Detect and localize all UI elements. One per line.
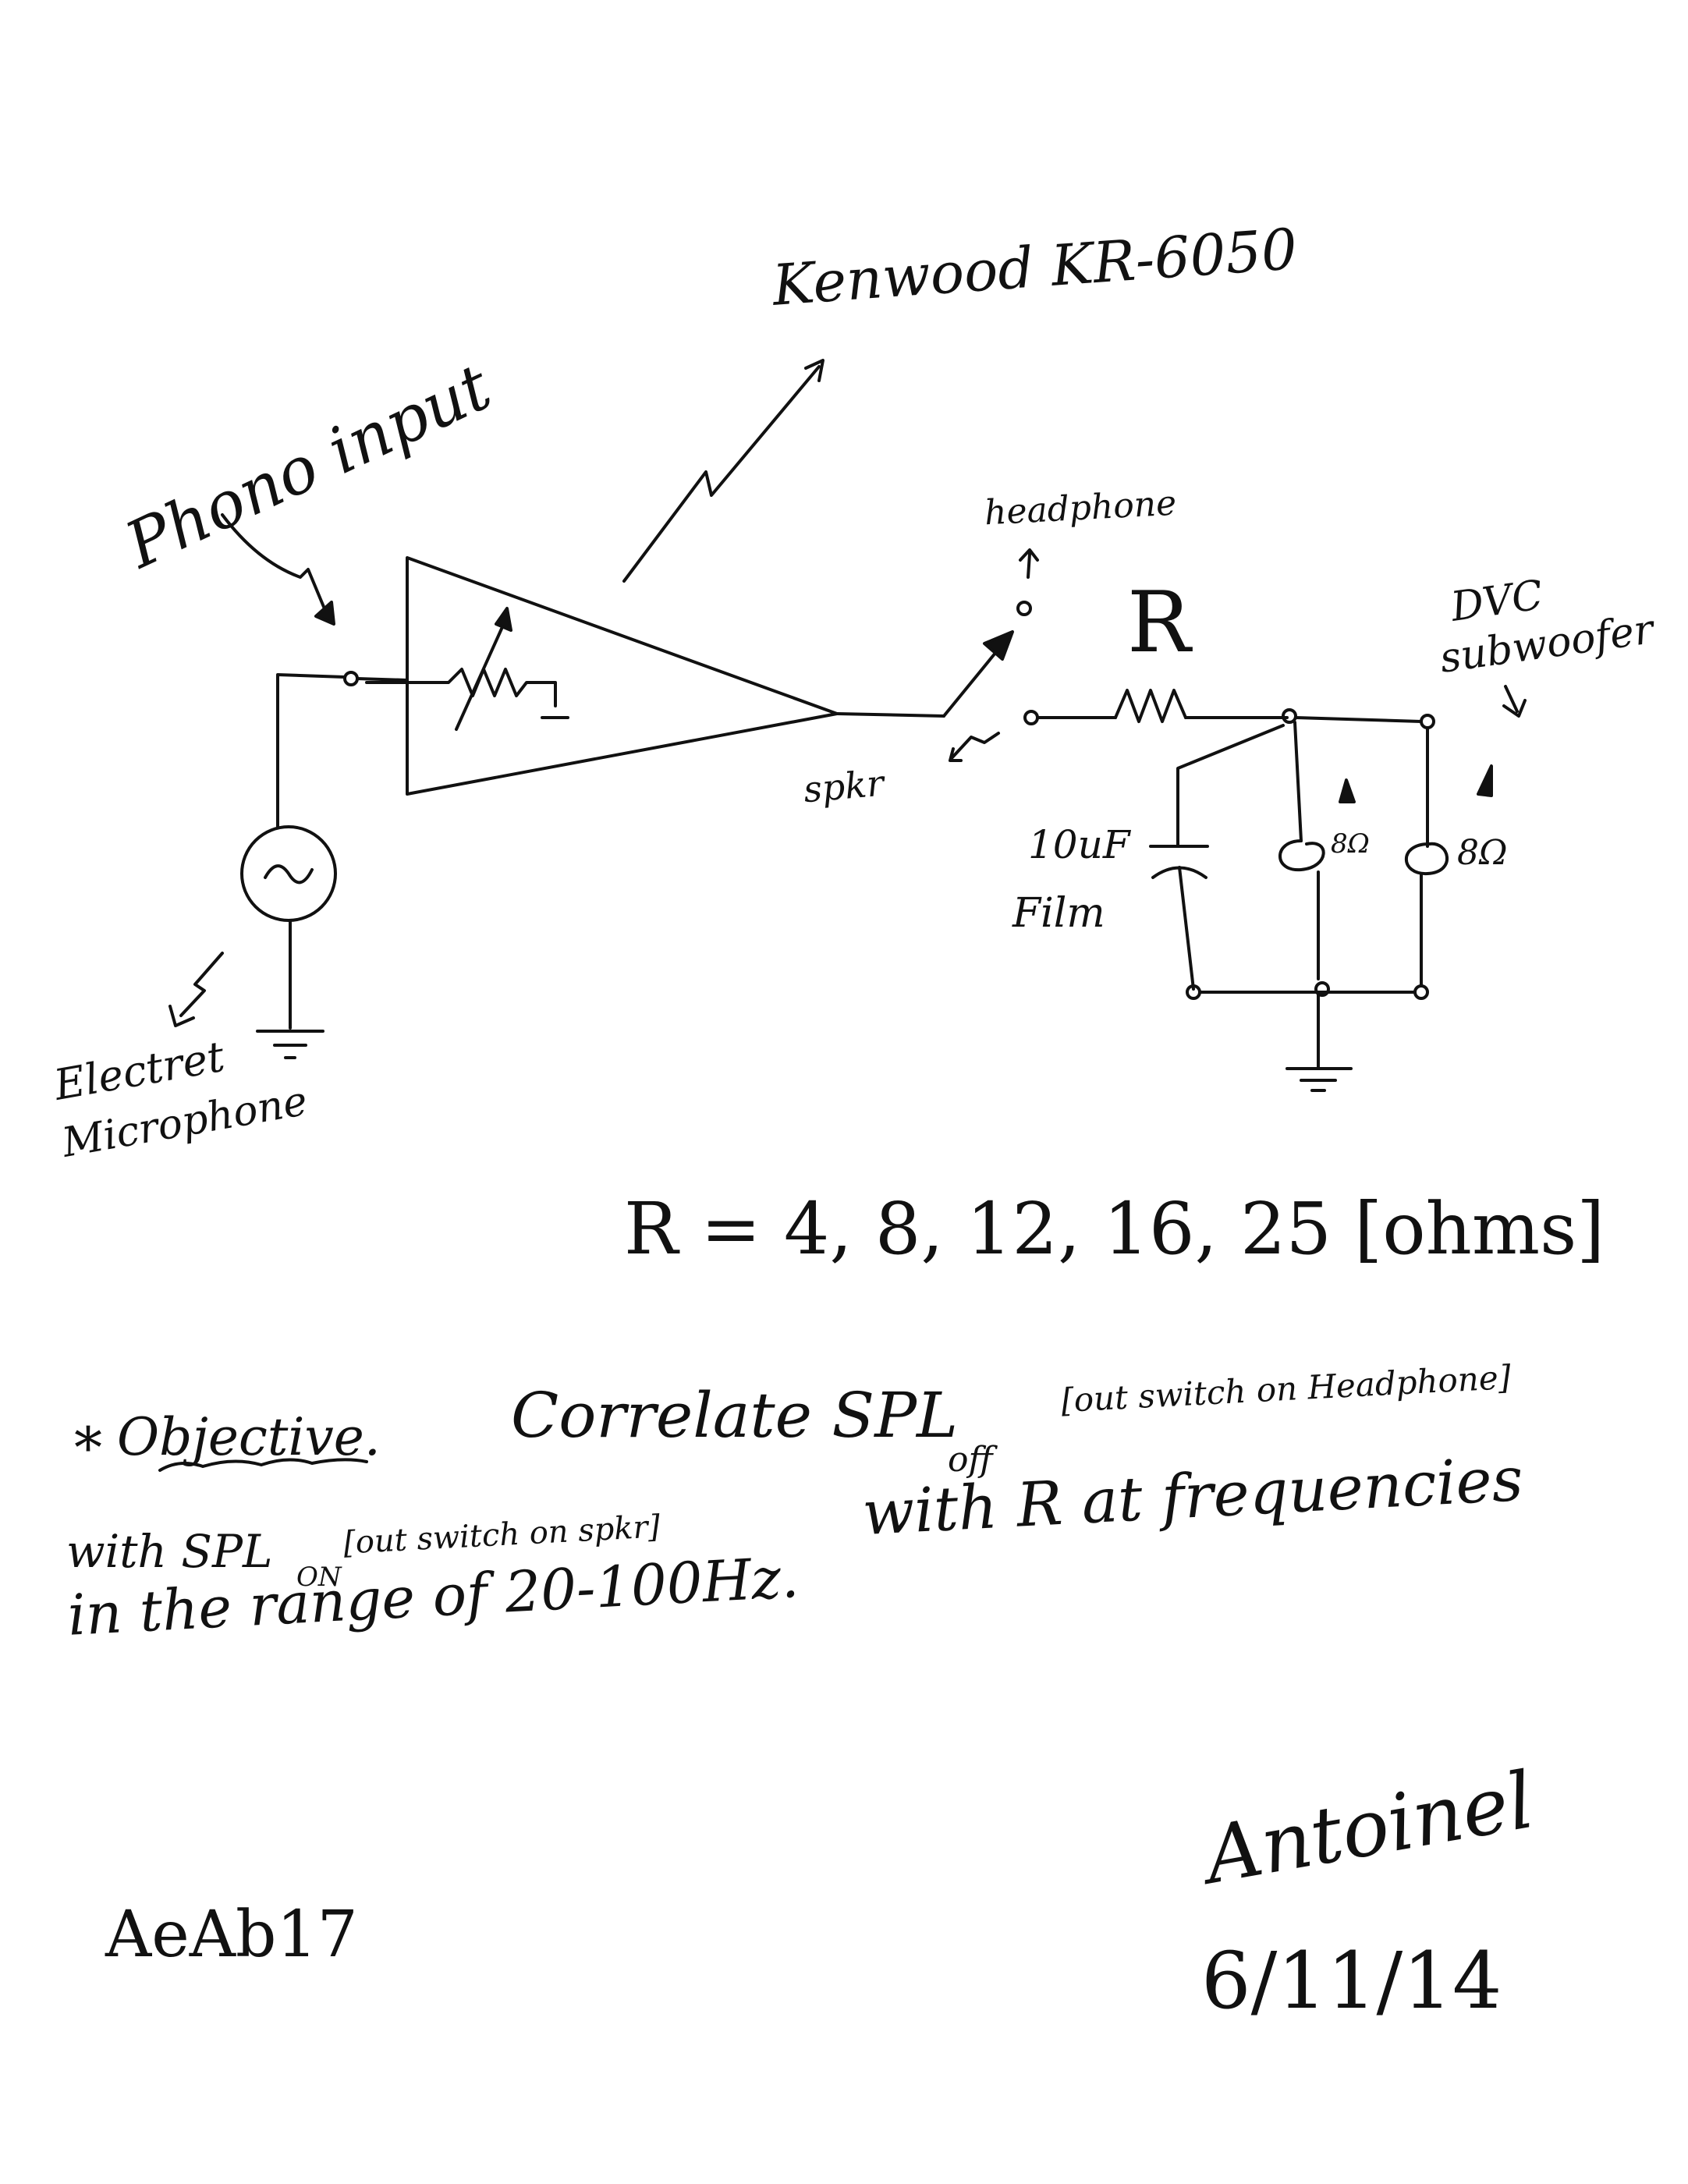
objective-underline [158, 1458, 368, 1472]
amp-lightning-arrow [622, 365, 821, 583]
gain-arrowhead [495, 607, 512, 632]
amplifier-triangle [406, 556, 839, 796]
speaker-arrow [949, 732, 1000, 762]
node-top-left [1282, 708, 1297, 724]
input-wire [276, 673, 346, 828]
node-bottom-middle [1314, 981, 1330, 997]
note-line1-text: Correlate SPL [511, 1379, 959, 1452]
capacitor-lead-top [1176, 724, 1285, 848]
note-line2-text-a: with SPL [66, 1525, 273, 1578]
note-line2-subscript: ON [296, 1562, 342, 1593]
subwoofer-arrow [1502, 685, 1527, 718]
coil1-lead-top [1293, 721, 1303, 842]
coil1-label: 8Ω [1331, 828, 1370, 860]
coil2-marker [1477, 764, 1493, 797]
amp-arrowhead [804, 359, 824, 382]
coil1-marker [1339, 778, 1356, 803]
phono-input-node [343, 671, 359, 686]
capacitor-label-line2: Film [1012, 890, 1105, 937]
ac-wave-icon [264, 864, 314, 885]
signature-date: 6/11/14 [1201, 1935, 1502, 2026]
gain-zigzag [365, 668, 557, 707]
coil2-winding [1405, 842, 1449, 876]
coil2-label: 8Ω [1457, 833, 1508, 873]
capacitor-label-line1: 10uF [1028, 822, 1130, 867]
coil1-winding [1278, 839, 1325, 872]
objective-label: Objective. [117, 1407, 381, 1467]
headphone-arrow [1019, 548, 1039, 579]
phono-arrowhead [314, 601, 335, 626]
amp-output-wire [835, 712, 945, 718]
speaker-contact [1023, 710, 1039, 725]
headphone-contact [1016, 601, 1032, 616]
speaker-label: spkr [801, 761, 886, 811]
node-top-right [1420, 714, 1435, 729]
node-bottom-right [1413, 984, 1429, 1000]
resistor-zigzag [1114, 689, 1187, 723]
gain-arrow [455, 619, 507, 731]
page-code: AeAb17 [105, 1898, 358, 1972]
input-to-amp-wire [356, 677, 409, 682]
headphone-label: headphone [983, 483, 1178, 534]
capacitor-lead-bottom [1178, 866, 1195, 991]
resistance-values: R = 4, 8, 12, 16, 25 [ohms] [624, 1187, 1605, 1271]
subwoofer-label-line1: DVC [1448, 572, 1546, 631]
resistor-label: R [1127, 574, 1191, 672]
top-rail [1294, 716, 1423, 723]
note-line1-subscript: off [948, 1440, 993, 1480]
switch-arrowhead [983, 630, 1014, 661]
objective-star: * [74, 1415, 102, 1480]
phono-arrow [221, 513, 329, 618]
mic-arrowhead [168, 1005, 195, 1027]
mic-lightning-arrow [179, 952, 224, 1017]
